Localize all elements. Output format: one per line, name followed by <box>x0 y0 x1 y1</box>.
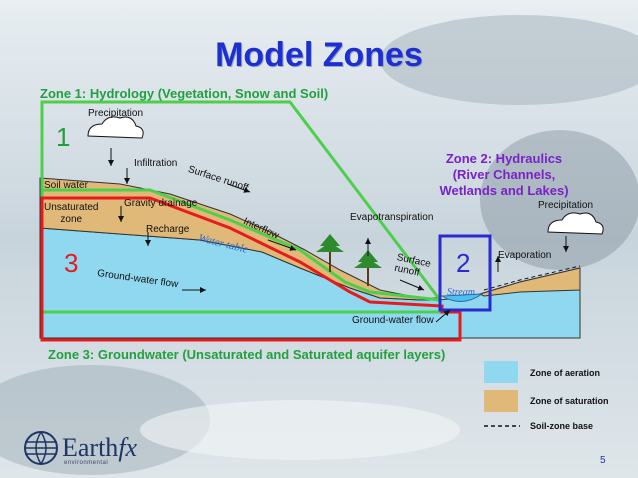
unsaturated-zone-label: Unsaturated zone <box>44 202 98 226</box>
ground-water-flow-right-label: Ground-water flow <box>352 315 434 326</box>
logo-tagline: environmental <box>64 460 109 466</box>
right-bank-soil <box>478 267 581 297</box>
legend-saturation-swatch <box>484 390 518 412</box>
zone3-outline <box>40 196 462 342</box>
cloud-icon <box>87 116 144 139</box>
zone-number-3: 3 <box>64 248 79 278</box>
saturated-zone <box>39 227 581 339</box>
infiltration-label: Infiltration <box>134 158 178 169</box>
tree-icon-2 <box>354 250 382 286</box>
precipitation-label: Precipitation <box>88 108 144 119</box>
zone1-bottom-line <box>42 188 441 302</box>
evapotranspiration-label: Evapotranspiration <box>350 212 434 223</box>
recharge-label: Recharge <box>146 224 190 235</box>
surface-runoff-lower-arrow <box>399 279 425 291</box>
zone1-label: Zone 1: Hydrology (Vegetation, Snow and … <box>40 86 329 101</box>
zone2-label-line2: (River Channels, <box>452 167 556 182</box>
earthfx-logo-icon <box>24 431 58 465</box>
legend-soil-base-line <box>484 425 520 427</box>
unsaturated-zone-line1: Unsaturated <box>44 202 99 213</box>
zone2-label: Zone 2: Hydraulics (River Channels, Wetl… <box>424 151 584 199</box>
surface-runoff-arrow <box>227 183 251 193</box>
stream-label: Stream <box>447 287 475 298</box>
legend-soil-base-label: Soil-zone base <box>530 421 594 431</box>
zone2-label-line1: Zone 2: Hydraulics <box>445 151 563 166</box>
legend-saturation-label: Zone of saturation <box>530 396 609 406</box>
zone-number-2: 2 <box>456 248 471 278</box>
tree-icon <box>316 234 344 272</box>
legend-aeration-label: Zone of aeration <box>530 368 601 378</box>
zone2-label-line3: Wetlands and Lakes) <box>439 183 569 198</box>
page-title: Model Zones <box>215 36 423 74</box>
gravity-drainage-label: Gravity drainage <box>124 198 198 209</box>
legend-aeration-swatch <box>484 361 518 383</box>
zone-number-1: 1 <box>56 122 71 152</box>
logo-fx: fx <box>118 433 138 462</box>
unsaturated-zone-line2: zone <box>60 214 83 225</box>
logo-text: Earthfx <box>62 433 137 463</box>
zone2-outline <box>438 234 492 312</box>
stream-channel <box>440 293 484 302</box>
zone3-label: Zone 3: Groundwater (Unsaturated and Sat… <box>48 347 446 362</box>
cloud-icon-right <box>547 212 604 235</box>
soil-water-label: Soil water <box>44 180 88 191</box>
page-number: 5 <box>600 455 606 466</box>
interflow-arrow <box>267 239 297 251</box>
soil-zone-base-line <box>483 265 581 291</box>
precipitation-right-label: Precipitation <box>538 200 594 211</box>
logo-main: Earth <box>62 433 119 462</box>
ground-water-flow-right-arrow <box>435 309 451 323</box>
evaporation-label: Evaporation <box>498 250 552 261</box>
